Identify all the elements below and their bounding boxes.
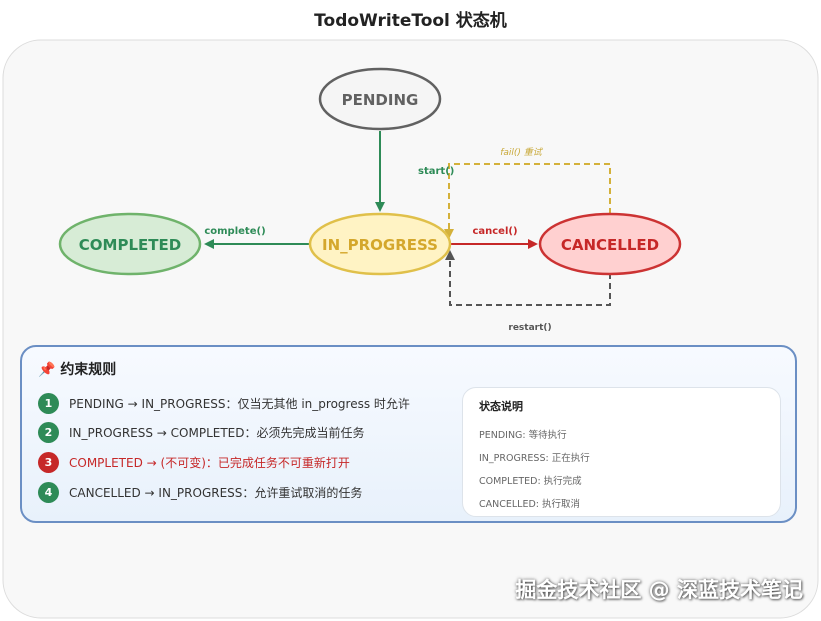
rule-number-badge: 2 xyxy=(38,421,59,443)
status-line: IN_PROGRESS: 正在执行 xyxy=(479,453,590,464)
rule-text: IN_PROGRESS → COMPLETED：必须先完成当前任务 xyxy=(69,425,365,440)
state-node-cancelled xyxy=(538,212,682,276)
rule-number-badge: 4 xyxy=(38,481,59,503)
edge-cancelled-retry xyxy=(444,163,611,239)
rule-number-badge: 1 xyxy=(38,392,59,414)
status-line: CANCELLED: 执行取消 xyxy=(479,499,580,510)
state-label-pending: PENDING xyxy=(342,91,419,109)
state-label-in-progress: IN_PROGRESS xyxy=(322,236,438,254)
state-node-in-progress xyxy=(308,212,452,276)
transition-label-restart: restart() xyxy=(508,323,551,333)
rule-item: 1 PENDING → IN_PROGRESS：仅当无其他 in_progres… xyxy=(38,392,410,414)
rule-number-badge: 3 xyxy=(38,451,59,473)
status-line: PENDING: 等待执行 xyxy=(479,430,567,441)
transition-label-complete: complete() xyxy=(204,226,265,237)
edge-cancelled-restart xyxy=(445,250,611,306)
rule-text: CANCELLED → IN_PROGRESS：允许重试取消的任务 xyxy=(69,485,363,500)
status-description-title: 状态说明 xyxy=(479,400,523,413)
transition-label-fail-retry: fail() 重试 xyxy=(500,147,544,158)
state-node-pending xyxy=(318,67,442,131)
transition-label-start: start() xyxy=(418,166,454,177)
rule-text: COMPLETED → (不可变)：已完成任务不可重新打开 xyxy=(69,455,350,470)
diagram-background xyxy=(2,39,819,619)
transition-label-cancel: cancel() xyxy=(472,226,517,237)
status-description-card: 状态说明 PENDING: 等待执行 IN_PROGRESS: 正在执行 COM… xyxy=(462,387,781,517)
rules-title-text: 约束规则 xyxy=(60,362,117,378)
pushpin-icon: 📌 xyxy=(38,362,56,378)
rules-title: 📌 约束规则 xyxy=(38,359,116,379)
status-line: COMPLETED: 执行完成 xyxy=(479,476,582,487)
rule-item: 4 CANCELLED → IN_PROGRESS：允许重试取消的任务 xyxy=(38,481,362,503)
rules-panel: 📌 约束规则 1 PENDING → IN_PROGRESS：仅当无其他 in_… xyxy=(20,345,797,523)
rule-text: PENDING → IN_PROGRESS：仅当无其他 in_progress … xyxy=(69,396,410,411)
rule-item: 2 IN_PROGRESS → COMPLETED：必须先完成当前任务 xyxy=(38,421,365,443)
state-label-cancelled: CANCELLED xyxy=(561,236,659,254)
rule-item: 3 COMPLETED → (不可变)：已完成任务不可重新打开 xyxy=(38,451,350,473)
page-title: TodoWriteTool 状态机 xyxy=(314,11,507,31)
watermark: 掘金技术社区 @ 深蓝技术笔记 xyxy=(515,578,803,602)
state-node-completed xyxy=(58,212,202,276)
state-label-completed: COMPLETED xyxy=(79,236,181,254)
